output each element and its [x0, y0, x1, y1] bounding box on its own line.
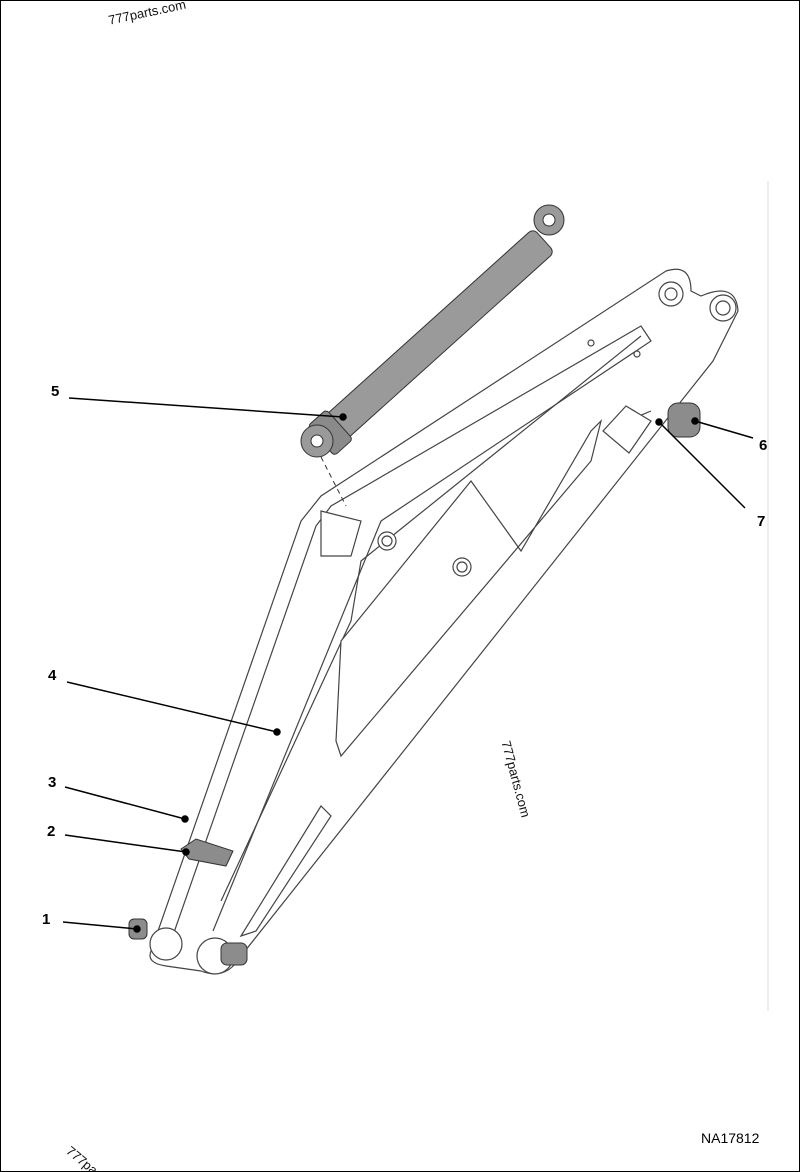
pin-lower: [220, 942, 248, 966]
callout-7: 7: [757, 513, 766, 530]
pin-6: [667, 402, 701, 438]
hydraulic-cylinder: [300, 204, 565, 507]
leader-lines: [62, 397, 754, 933]
callout-6: 6: [759, 437, 768, 454]
callout-3: 3: [48, 774, 57, 791]
boom: [149, 268, 739, 975]
block-2: [180, 838, 234, 867]
callout-5: 5: [51, 383, 60, 400]
callout-2: 2: [47, 823, 56, 840]
callout-4: 4: [48, 667, 57, 684]
figure-id: NA17812: [701, 1130, 760, 1146]
callout-1: 1: [42, 911, 51, 928]
